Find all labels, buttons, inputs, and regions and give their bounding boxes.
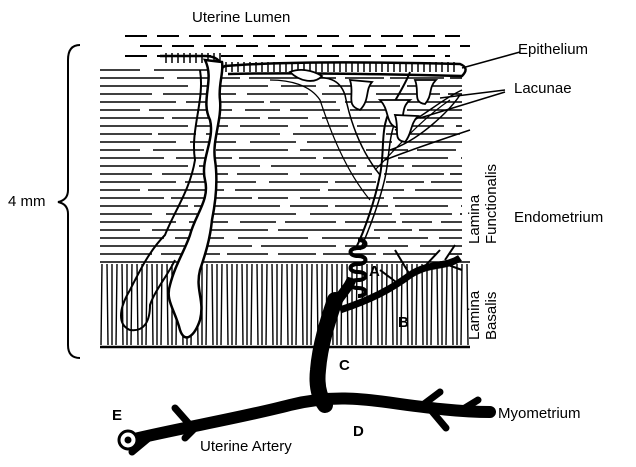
letter-a: A bbox=[369, 263, 380, 280]
basalis-line bbox=[205, 263, 208, 346]
thickness-label: 4 mm bbox=[8, 193, 46, 210]
lacunae-label: Lacunae bbox=[514, 80, 572, 97]
basalis-line bbox=[106, 263, 109, 346]
letter-b: B bbox=[398, 314, 409, 331]
uterine-gland-outer bbox=[120, 69, 202, 332]
letter-e: E bbox=[112, 407, 123, 424]
basalis-line bbox=[385, 263, 388, 346]
lamina-basalis-line-1: Lamina bbox=[466, 290, 483, 340]
basalis-line bbox=[220, 263, 223, 346]
basalis-line bbox=[391, 263, 394, 346]
basalis-line bbox=[400, 263, 403, 346]
endometrium-label: Endometrium bbox=[514, 209, 604, 226]
basalis-line bbox=[226, 263, 229, 346]
basalis-line bbox=[160, 263, 163, 346]
lacunae-clusters bbox=[288, 69, 439, 143]
basalis-line bbox=[115, 263, 118, 346]
basalis-line bbox=[151, 263, 154, 346]
lamina-basalis-hatching bbox=[100, 263, 469, 346]
basalis-line bbox=[436, 263, 439, 346]
basalis-line bbox=[310, 263, 313, 346]
basal-artery-branches bbox=[379, 244, 463, 286]
letter-d: D bbox=[353, 423, 364, 440]
basalis-line bbox=[211, 263, 214, 346]
basalis-line bbox=[445, 263, 448, 346]
basalis-line bbox=[241, 263, 244, 346]
uterine-gland bbox=[167, 58, 224, 339]
basalis-line bbox=[376, 263, 379, 346]
basalis-line bbox=[166, 263, 169, 346]
basalis-line bbox=[265, 263, 268, 346]
lamina-functionalis-line-1: Lamina bbox=[466, 194, 483, 244]
lamina-functionalis-label: Lamina Functionalis bbox=[466, 164, 500, 244]
thickness-bracket bbox=[57, 44, 81, 359]
radial-to-spiral bbox=[333, 276, 357, 303]
lamina-basalis-line-2: Basalis bbox=[483, 291, 500, 340]
basalis-line bbox=[280, 263, 283, 346]
basalis-line bbox=[466, 263, 469, 346]
basalis-line bbox=[271, 263, 274, 346]
uterine-lumen-dashes bbox=[125, 35, 470, 57]
basalis-line bbox=[295, 263, 298, 346]
letter-c: C bbox=[339, 357, 350, 374]
basalis-line bbox=[100, 263, 103, 346]
leader-lines bbox=[419, 51, 521, 119]
basalis-line bbox=[451, 263, 454, 346]
artery-lumen-e-inner bbox=[124, 436, 132, 444]
basalis-line bbox=[286, 263, 289, 346]
lamina-basalis-label: Lamina Basalis bbox=[466, 291, 500, 340]
spiral-coils bbox=[348, 238, 368, 298]
uterine-artery-label: Uterine Artery bbox=[200, 438, 292, 455]
spiral-artery bbox=[269, 71, 471, 251]
basalis-line bbox=[130, 263, 133, 346]
artery-branches bbox=[128, 388, 482, 456]
uterine-lumen-label: Uterine Lumen bbox=[192, 9, 291, 26]
basalis-line bbox=[430, 263, 433, 346]
basalis-line bbox=[415, 263, 418, 346]
basalis-line bbox=[145, 263, 148, 346]
radial-artery bbox=[309, 292, 343, 413]
myometrium-label: Myometrium bbox=[498, 405, 581, 422]
basalis-line bbox=[250, 263, 253, 346]
basalis-line bbox=[235, 263, 238, 346]
epithelium-label: Epithelium bbox=[518, 41, 589, 58]
basalis-line bbox=[370, 263, 373, 346]
lamina-functionalis-hatching bbox=[100, 69, 462, 255]
basalis-line bbox=[301, 263, 304, 346]
basalis-line bbox=[421, 263, 424, 346]
basalis-line bbox=[256, 263, 259, 346]
basalis-line bbox=[460, 263, 463, 346]
lamina-functionalis-line-2: Functionalis bbox=[483, 163, 500, 244]
